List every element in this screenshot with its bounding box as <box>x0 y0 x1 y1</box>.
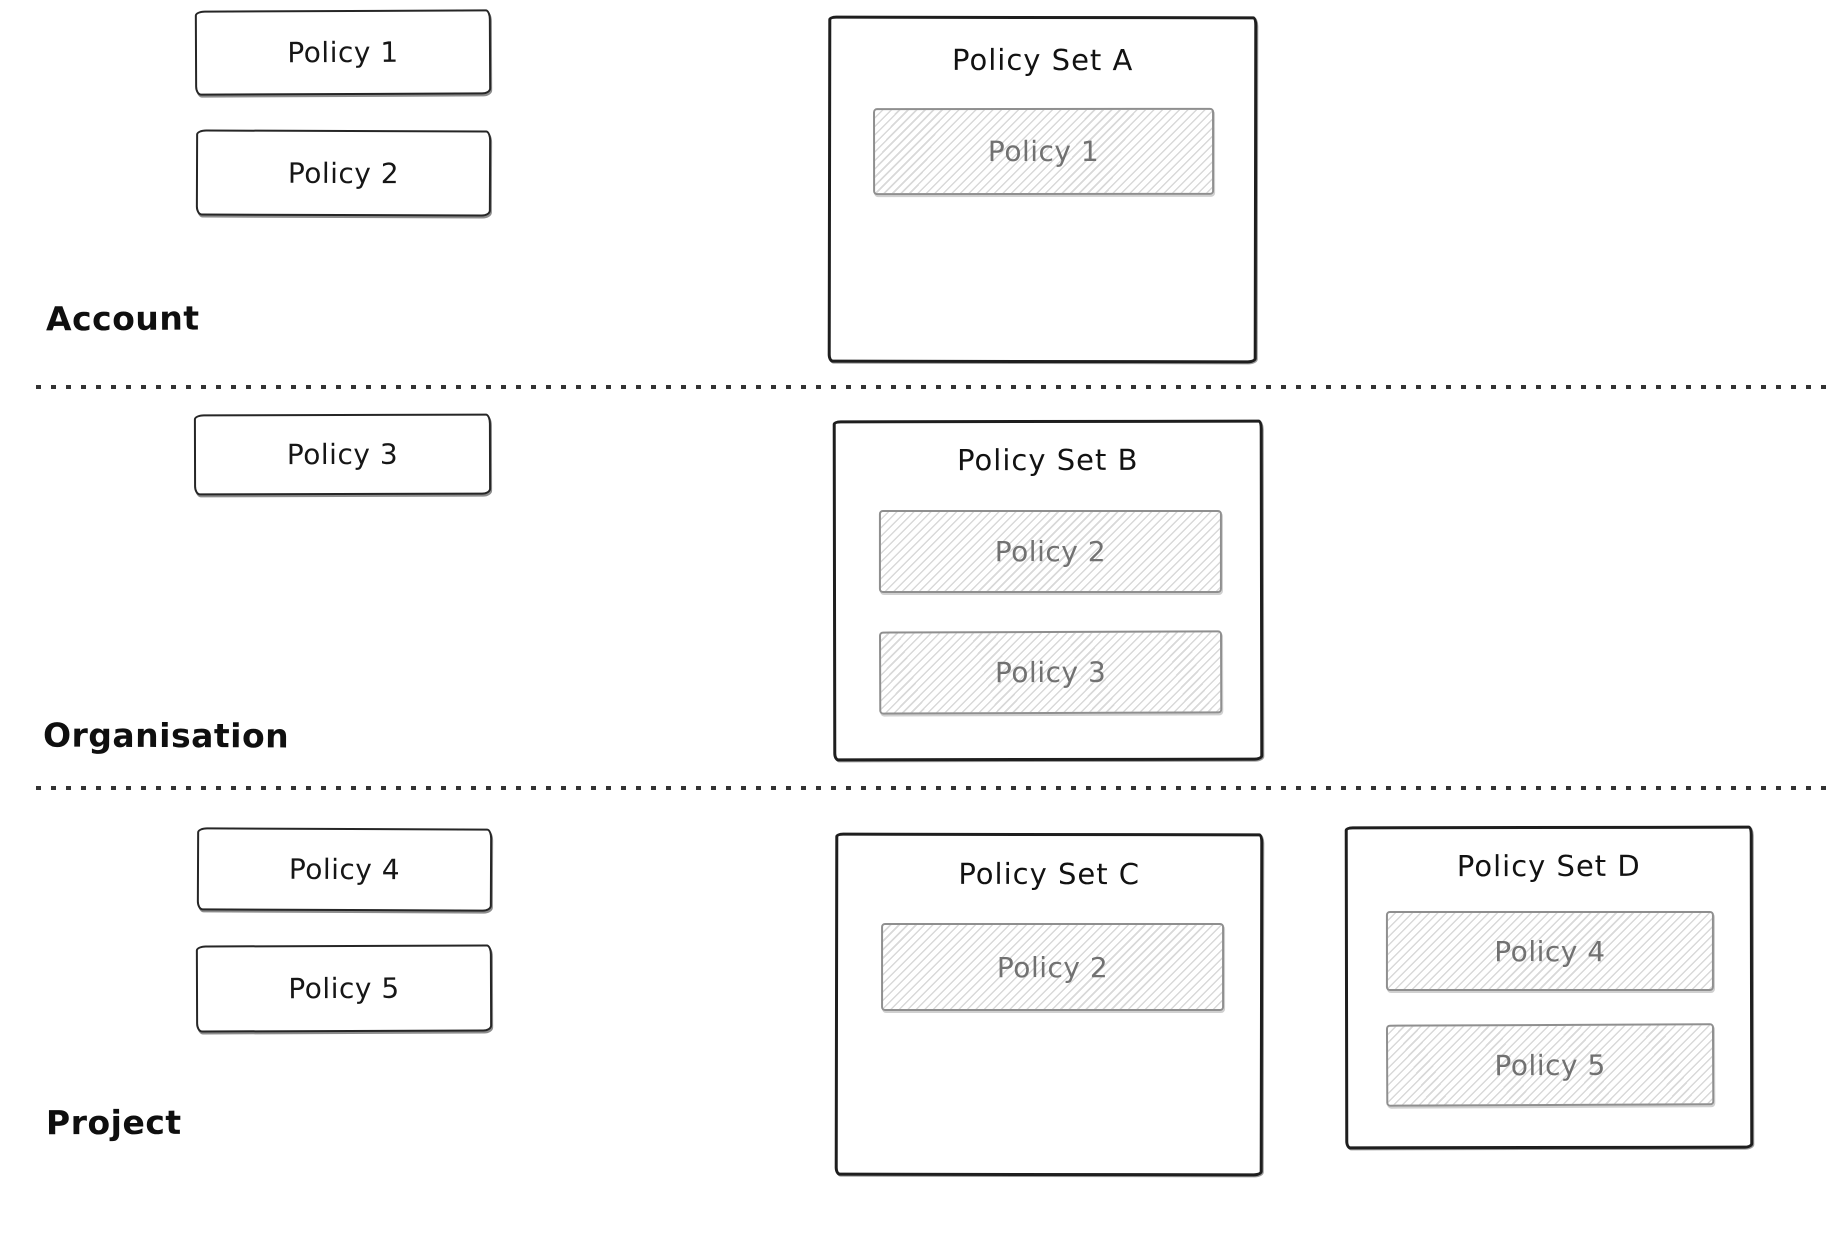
account-policy-2-box: Policy 2 <box>195 129 492 217</box>
policy-set-c: Policy Set C Policy 2 <box>834 832 1264 1177</box>
policy-set-c-member-policy-2: Policy 2 <box>881 923 1225 1012</box>
policy-set-d-title: Policy Set D <box>1456 848 1641 884</box>
policy-set-a: Policy Set A Policy 1 <box>827 15 1258 364</box>
section-label-project: Project <box>45 1102 182 1143</box>
policy-set-c-title: Policy Set C <box>958 856 1141 892</box>
policy-set-b-member-policy-3: Policy 3 <box>878 630 1223 715</box>
policy-set-a-title: Policy Set A <box>952 42 1134 78</box>
policy-set-d-member-policy-5: Policy 5 <box>1385 1023 1715 1107</box>
project-policy-4-box: Policy 4 <box>196 827 493 912</box>
section-label-organisation: Organisation <box>42 715 290 756</box>
policy-set-b-title: Policy Set B <box>957 442 1139 478</box>
divider-organisation-project <box>36 786 1826 790</box>
policy-set-b: Policy Set B Policy 2 Policy 3 <box>832 419 1264 762</box>
project-policy-5-box: Policy 5 <box>195 944 493 1033</box>
section-label-account: Account <box>45 298 200 339</box>
account-policy-1-box: Policy 1 <box>194 9 492 96</box>
policy-set-b-member-policy-2: Policy 2 <box>878 509 1222 593</box>
organisation-policy-3-box: Policy 3 <box>193 413 492 496</box>
divider-account-organisation <box>36 385 1826 389</box>
policy-set-d-member-policy-4: Policy 4 <box>1385 910 1714 991</box>
policy-set-a-member-policy-1: Policy 1 <box>873 107 1215 196</box>
policy-set-d: Policy Set D Policy 4 Policy 5 <box>1344 825 1754 1150</box>
